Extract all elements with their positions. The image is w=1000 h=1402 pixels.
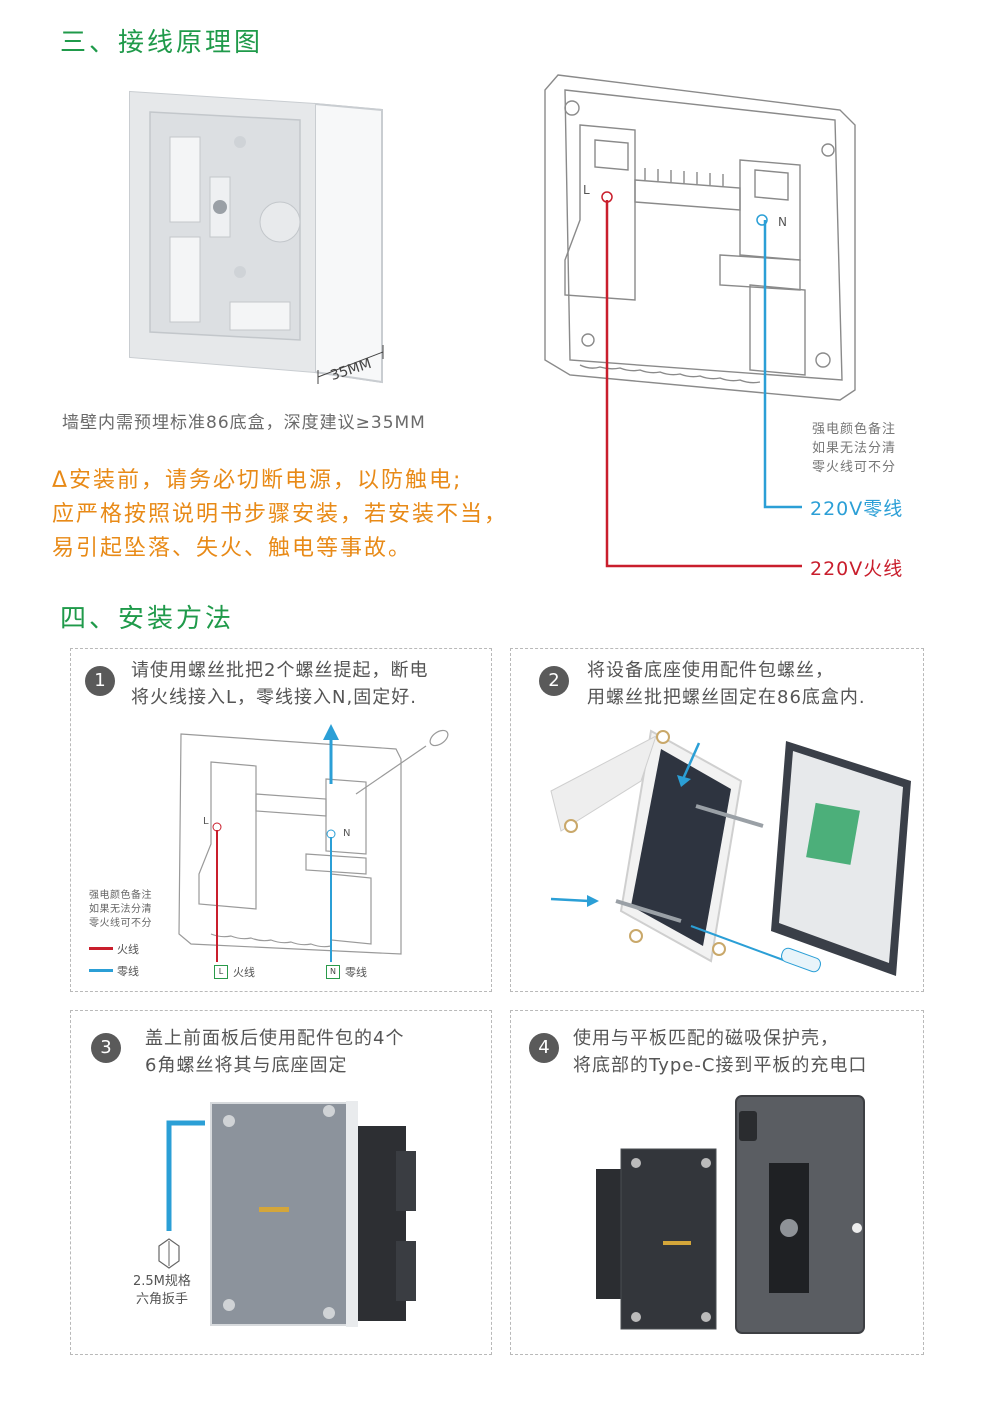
warning-line-3: 易引起坠落、失火、触电等事故。 — [52, 536, 413, 561]
step-1-text: 请使用螺丝批把2个螺丝提起，断电 将火线接入L，零线接入N,固定好. — [131, 660, 429, 708]
step-3-panel: 3 盖上前面板后使用配件包的4个 6角螺丝将其与底座固定 2.5M规格 六角扳手 — [70, 1010, 492, 1355]
box-caption: 墙壁内需预埋标准86底盒，深度建议≥35MM — [62, 413, 426, 433]
step-1-illustration: L N — [178, 724, 449, 962]
legend-neutral-swatch — [89, 969, 113, 972]
step1-terminal-l: L — [203, 816, 209, 827]
wire-live-label: 火线 — [233, 966, 255, 979]
wire-neutral-label: 零线 — [345, 966, 367, 979]
step-1-panel: 1 请使用螺丝批把2个螺丝提起，断电 将火线接入L，零线接入N,固定好. L N… — [70, 648, 492, 992]
wall-box-illustration — [129, 90, 384, 384]
wire-n-tag: N — [326, 965, 340, 979]
step-3-number: 3 — [91, 1033, 121, 1063]
step-2-illustration — [550, 729, 911, 976]
warning-line-2: 应严格按照说明书步骤安装，若安装不当， — [52, 502, 509, 527]
legend-neutral-text: 零线 — [117, 965, 139, 978]
section4-title: 四、安装方法 — [60, 604, 235, 634]
step-2-number: 2 — [539, 666, 569, 696]
step-1-color-note: 强电颜色备注 如果无法分清 零火线可不分 — [89, 890, 152, 929]
step1-terminal-n: N — [343, 828, 350, 839]
step-2-panel: 2 将设备底座使用配件包螺丝， 用螺丝批把螺丝固定在86底盒内. — [510, 648, 924, 992]
step-2-text: 将设备底座使用配件包螺丝， 用螺丝批把螺丝固定在86底盒内. — [587, 660, 866, 708]
terminal-l-label: L — [583, 183, 590, 197]
legend-live-text: 火线 — [117, 943, 139, 956]
section3-title: 三、接线原理图 — [60, 28, 264, 58]
color-note: 强电颜色备注 如果无法分清 零火线可不分 — [812, 422, 897, 475]
neutral-wire — [763, 220, 802, 509]
step-4-number: 4 — [529, 1033, 559, 1063]
live-wire — [605, 200, 802, 568]
legend-live-swatch — [89, 947, 113, 950]
step-4-illustration — [596, 1095, 865, 1334]
step-3-illustration — [158, 1101, 416, 1327]
hex-wrench-icon — [166, 1120, 205, 1231]
step-3-text: 盖上前面板后使用配件包的4个 6角螺丝将其与底座固定 — [145, 1028, 405, 1076]
wire-l-tag: L — [214, 965, 228, 979]
neutral-label: 220V零线 — [810, 498, 904, 520]
step-4-panel: 4 使用与平板匹配的磁吸保护壳， 将底部的Type-C接到平板的充电口 — [510, 1010, 924, 1355]
warning-line-1: Δ安装前，请务必切断电源，以防触电; — [52, 468, 463, 493]
wrench-label: 2.5M规格 六角扳手 — [133, 1274, 191, 1307]
wiring-diagram: L N — [544, 74, 856, 568]
step-4-text: 使用与平板匹配的磁吸保护壳， 将底部的Type-C接到平板的充电口 — [573, 1028, 868, 1076]
live-label: 220V火线 — [810, 558, 904, 580]
warning-block: Δ安装前，请务必切断电源，以防触电; 应严格按照说明书步骤安装，若安装不当， 易… — [52, 464, 508, 566]
terminal-n-label: N — [778, 215, 787, 229]
step-1-number: 1 — [85, 666, 115, 696]
